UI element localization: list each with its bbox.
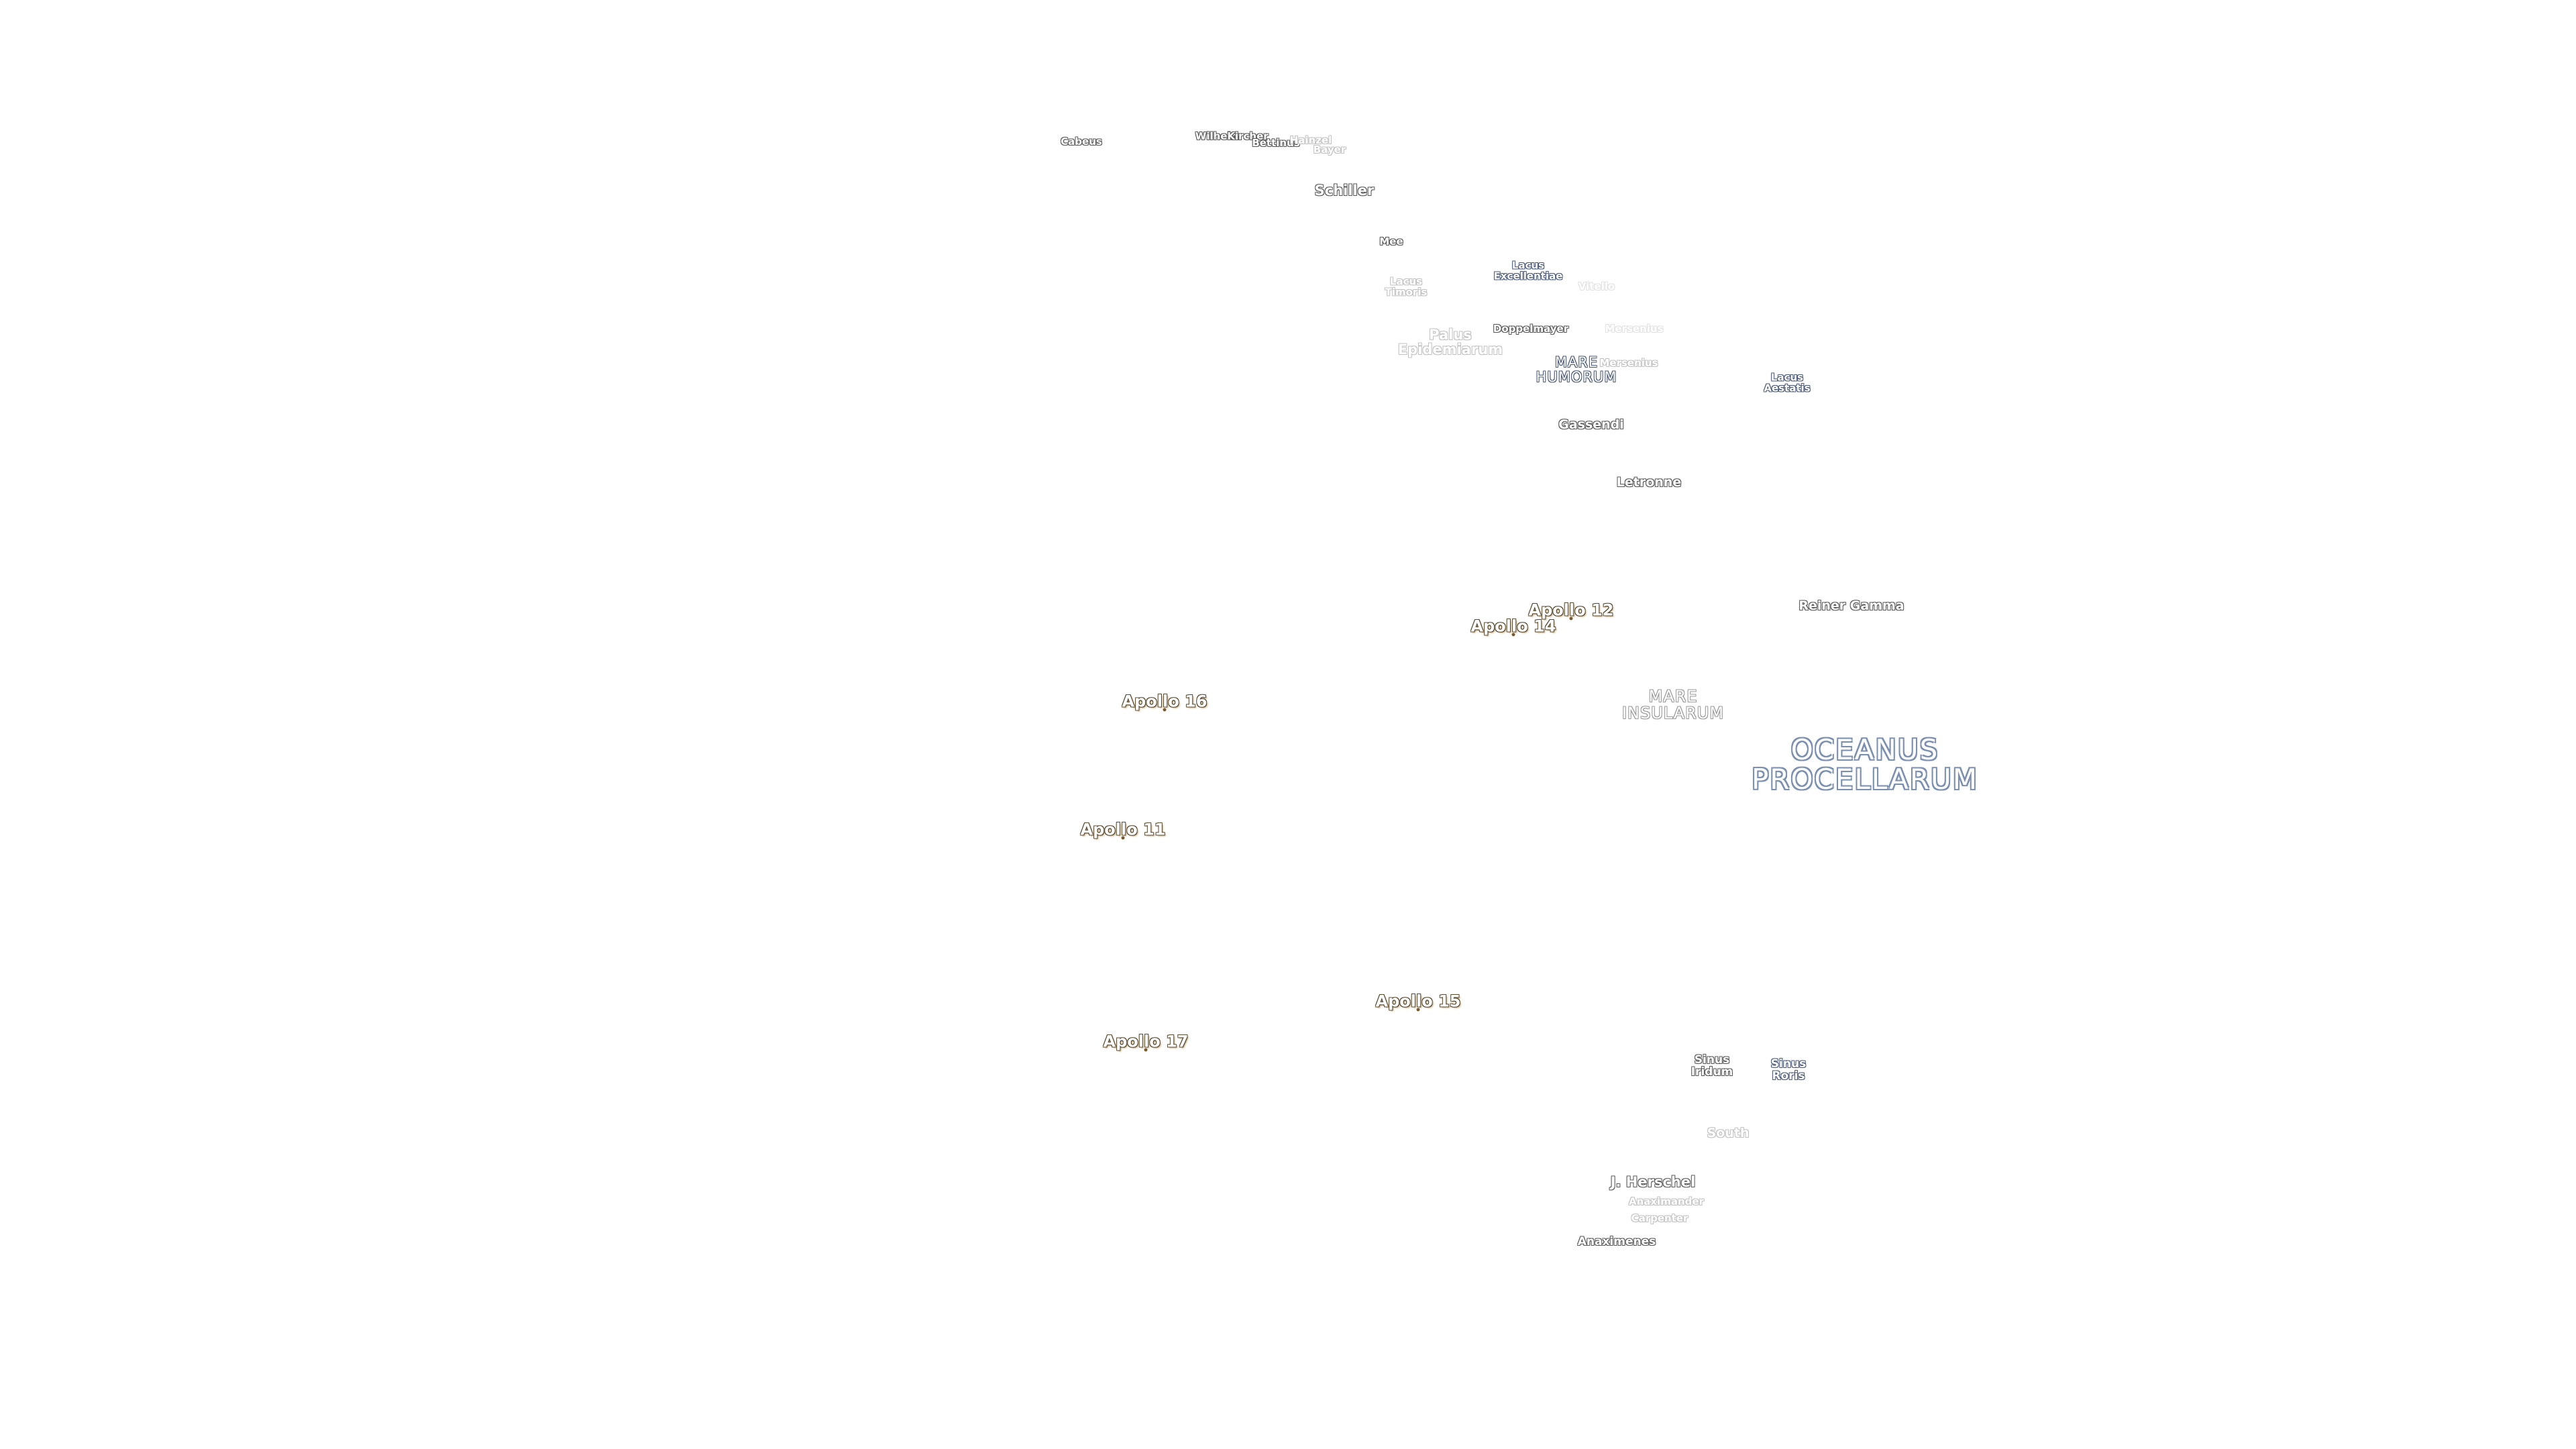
label-lacus-aestatis[interactable]: Lacus Aestatis <box>1764 371 1811 394</box>
label-bayer[interactable]: Bayer <box>1313 144 1346 156</box>
label-mee[interactable]: Mee <box>1379 235 1403 248</box>
label-reiner-gamma[interactable]: Reiner Gamma <box>1799 598 1904 614</box>
label-south[interactable]: South <box>1707 1126 1750 1141</box>
label-lacus-timoris[interactable]: Lacus Timoris <box>1385 275 1428 298</box>
label-letronne[interactable]: Letronne <box>1616 475 1682 490</box>
label-kircher[interactable]: Kircher <box>1227 130 1269 143</box>
label-sinus-roris[interactable]: Sinus Roris <box>1770 1057 1807 1083</box>
label-sinus-iridum[interactable]: Sinus Iridum <box>1690 1053 1733 1079</box>
label-doppelmayer[interactable]: Doppelmayer <box>1493 323 1569 335</box>
label-schiller[interactable]: Schiller <box>1314 182 1375 199</box>
label-apollo-12[interactable]: Apollo 12 <box>1528 600 1614 620</box>
label-bettinus[interactable]: Bettinus <box>1252 137 1300 150</box>
apollo-14-marker-icon[interactable] <box>1511 633 1515 637</box>
label-mare-insularum[interactable]: MARE INSULARUM <box>1621 686 1725 722</box>
label-apollo-11[interactable]: Apollo 11 <box>1080 820 1166 839</box>
label-carpenter[interactable]: Carpenter <box>1631 1212 1688 1225</box>
label-anaximenes[interactable]: Anaximenes <box>1577 1235 1656 1249</box>
label-gassendi[interactable]: Gassendi <box>1558 417 1624 433</box>
label-cabeus[interactable]: Cabeus <box>1061 136 1102 148</box>
apollo-12-marker-icon[interactable] <box>1569 616 1573 621</box>
label-vitello[interactable]: Vitello <box>1578 280 1615 293</box>
label-mare-humorum[interactable]: MARE HUMORUM <box>1536 354 1617 385</box>
label-oceanus-procellarum[interactable]: OCEANUS PROCELLARUM <box>1751 733 1979 796</box>
apollo-17-marker-icon[interactable] <box>1144 1048 1148 1052</box>
label-apollo-17[interactable]: Apollo 17 <box>1103 1032 1189 1051</box>
label-anaximander[interactable]: Anaximander <box>1629 1195 1704 1208</box>
label-wilhelm[interactable]: Wilhelm <box>1195 130 1242 143</box>
apollo-15-marker-icon[interactable] <box>1416 1008 1420 1012</box>
label-palus-epidemiarum[interactable]: Palus Epidemiarum <box>1397 326 1503 358</box>
apollo-16-marker-icon[interactable] <box>1163 708 1167 712</box>
label-apollo-16[interactable]: Apollo 16 <box>1122 692 1208 711</box>
label-apollo-14[interactable]: Apollo 14 <box>1470 616 1556 636</box>
label-apollo-15[interactable]: Apollo 15 <box>1375 991 1461 1011</box>
apollo-11-marker-icon[interactable] <box>1121 836 1125 840</box>
label-hainzel[interactable]: Hainzel <box>1289 134 1332 147</box>
label-mersenius-faint[interactable]: Mersenius <box>1605 323 1664 335</box>
label-j-herschel[interactable]: J. Herschel <box>1610 1173 1696 1190</box>
label-lacus-excellentiae[interactable]: Lacus Excellentiae <box>1493 259 1563 282</box>
label-mersenius[interactable]: Mersenius <box>1599 357 1658 370</box>
